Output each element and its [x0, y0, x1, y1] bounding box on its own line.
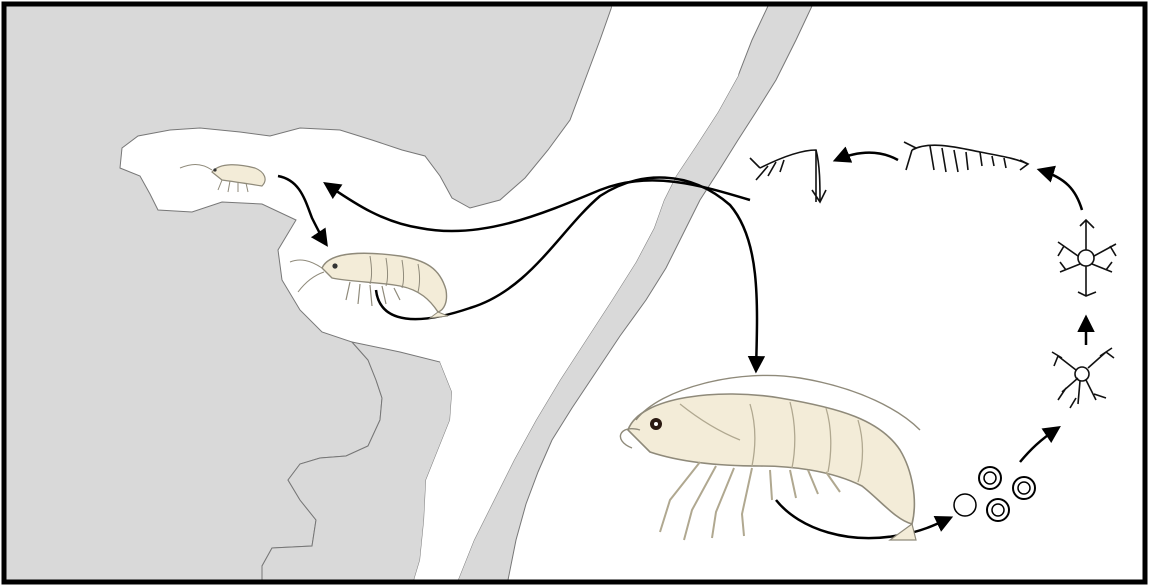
life-cycle-diagram — [0, 0, 1149, 586]
